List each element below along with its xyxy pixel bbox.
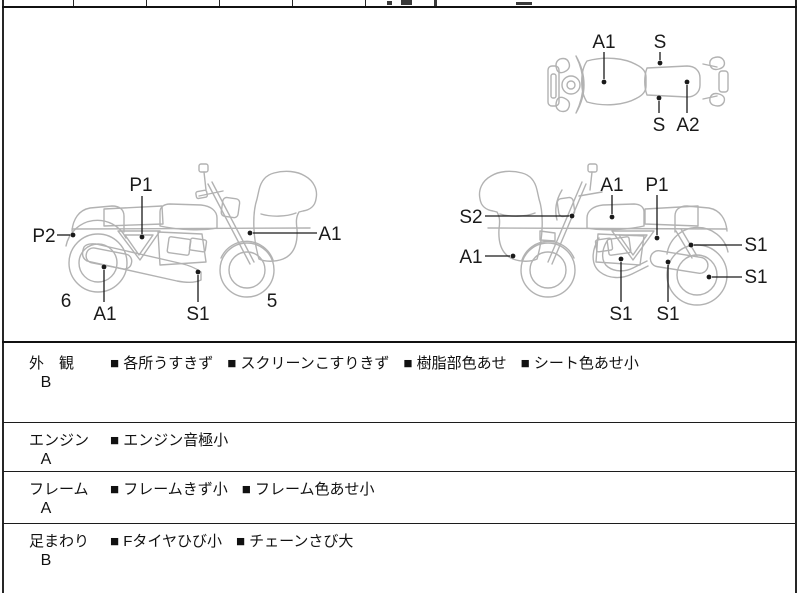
annotation-dot [510,253,516,259]
annotation-dot [706,274,712,280]
condition-item: ■ フレームきず小 [110,481,228,498]
annotation-label-s1-engine: S1 [186,304,209,325]
motorcycle-diagrams: A1 S S A2 P1 P2 A1 6 A1 S1 5 S2 [32,32,767,325]
right-side-diagram [478,163,729,306]
annotation-dot [684,79,690,85]
header-cell-divider [365,0,366,6]
clipped-text-fragment [516,2,532,5]
header-cell-divider [146,0,147,6]
annotation-label-p2: P2 [32,226,55,247]
annotation-dot [657,60,663,66]
annotation-dot [101,264,107,270]
annotation-label-s-top: S [654,32,667,53]
annotation-label-p1: P1 [129,175,152,196]
sheet-right-border [795,0,797,593]
annotation-label-s1-engine: S1 [609,304,632,325]
top-view-annotations: A1 S S A2 [592,32,699,136]
table-top-border [2,341,797,343]
clipped-text-fragment [434,0,437,6]
condition-item-list: ■ フレームきず小 ■ フレーム色あせ小 [110,478,389,499]
condition-row-engine: エンジン A ■ エンジン音極小 [0,422,800,471]
right-side-annotations: S2 A1 A1 P1 S1 S1 S1 S1 [459,175,767,325]
annotation-label-s2: S2 [459,207,482,228]
condition-category: エンジン [29,432,90,449]
condition-item-list: ■ 各所うすきず ■ スクリーンこすりきず ■ 樹脂部色あせ ■ シート色あせ小 [110,352,653,373]
condition-grade: A [40,451,52,468]
header-cell-divider [73,0,74,6]
condition-item-list: ■ エンジン音極小 [110,429,242,450]
annotation-label-a2: A2 [676,115,699,136]
left-side-annotations: P1 P2 A1 6 A1 S1 5 [32,175,341,325]
annotation-dot [665,259,671,265]
annotation-dot [139,234,145,240]
annotation-number-rear: 6 [61,291,72,312]
annotation-label-a1-screen: A1 [318,224,341,245]
condition-item: ■ スクリーンこすりきず [227,355,390,372]
condition-grade: B [40,552,52,569]
annotation-dot [618,256,624,262]
condition-category: フレーム [29,481,89,498]
condition-row-exterior: 外 観 B ■ 各所うすきず ■ スクリーンこすりきず ■ 樹脂部色あせ ■ シート色… [0,341,800,422]
annotation-dot [601,79,607,85]
annotation-label-a1: A1 [592,32,615,53]
annotation-dot [569,213,575,219]
row-divider [3,471,795,472]
annotation-label-s-bottom: S [653,115,666,136]
header-cell-divider [219,0,220,6]
annotation-dot [247,230,253,236]
condition-item: ■ エンジン音極小 [110,432,229,449]
header-bottom-border [2,6,797,8]
annotation-dot [688,242,694,248]
annotation-dot [70,232,76,238]
condition-item-list: ■ Fタイヤひび小 ■ チェーンさび大 [110,530,367,551]
condition-grade: A [40,500,52,517]
condition-item: ■ 各所うすきず [110,355,214,372]
sheet-left-border [2,0,4,593]
condition-item: ■ 樹脂部色あせ [403,355,507,372]
top-view-diagram [547,55,729,114]
annotation-label-a1-cowl: A1 [459,247,482,268]
clipped-text-fragment [387,1,392,5]
left-side-diagram [65,163,318,298]
annotation-label-s1-muffler: S1 [656,304,679,325]
annotation-dot [656,95,662,101]
clipped-text-fragment [401,0,412,5]
condition-item: ■ Fタイヤひび小 [110,533,222,550]
condition-row-undercarriage: 足まわり B ■ Fタイヤひび小 ■ チェーンさび大 [0,523,800,593]
annotation-label-s1-shock: S1 [744,235,767,256]
condition-grade: B [40,374,52,391]
condition-row-frame: フレーム A ■ フレームきず小 ■ フレーム色あせ小 [0,471,800,523]
annotation-label-s1-wheel: S1 [744,267,767,288]
annotation-dot [195,269,201,275]
annotation-dot [609,214,615,220]
annotation-number-front: 5 [267,291,278,312]
condition-category: 足まわり [29,533,90,550]
condition-item: ■ フレーム色あせ小 [241,481,375,498]
header-cell-divider [292,0,293,6]
row-divider [3,523,795,524]
annotation-label-a1-tank: A1 [600,175,623,196]
annotation-label-a1-muffler: A1 [93,304,116,325]
condition-item: ■ シート色あせ小 [520,355,639,372]
annotation-label-p1: P1 [645,175,668,196]
condition-item: ■ チェーンさび大 [235,533,354,550]
condition-category: 外 観 [29,355,75,372]
annotation-dot [654,235,660,241]
row-divider [3,422,795,423]
